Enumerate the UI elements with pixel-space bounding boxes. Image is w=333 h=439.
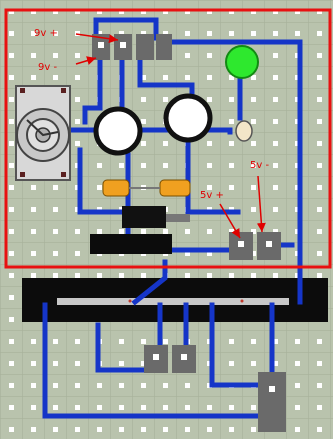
- label-9v-minus: 9v -: [38, 62, 57, 73]
- highlight-box: [4, 8, 332, 269]
- trace-right-ic: [185, 137, 241, 215]
- potentiometer-icon: [15, 85, 71, 181]
- trace-right-bus: [157, 39, 303, 305]
- trace-b3: [209, 302, 263, 388]
- bus-strip: [57, 298, 289, 305]
- pin-header-icon: [144, 345, 286, 432]
- label-5v-plus: 5v +: [200, 190, 224, 201]
- ic-socket-icon: [93, 93, 213, 156]
- trace-bottom-left: [42, 302, 271, 419]
- traces: [42, 17, 303, 419]
- regulator-block: [90, 234, 172, 254]
- led-lead: [235, 120, 253, 142]
- connector-9v: [92, 34, 172, 60]
- trace-mid: [137, 59, 195, 103]
- resistor-icon: [102, 179, 191, 197]
- trace-top: [93, 17, 159, 43]
- trace-bottom-mid: [95, 322, 153, 373]
- label-5v-minus: 5v -: [250, 160, 269, 171]
- label-9v-plus: 9v +: [34, 28, 58, 39]
- capacitor-icon: [122, 206, 190, 228]
- trace-left: [77, 147, 131, 215]
- led-icon: [225, 45, 259, 79]
